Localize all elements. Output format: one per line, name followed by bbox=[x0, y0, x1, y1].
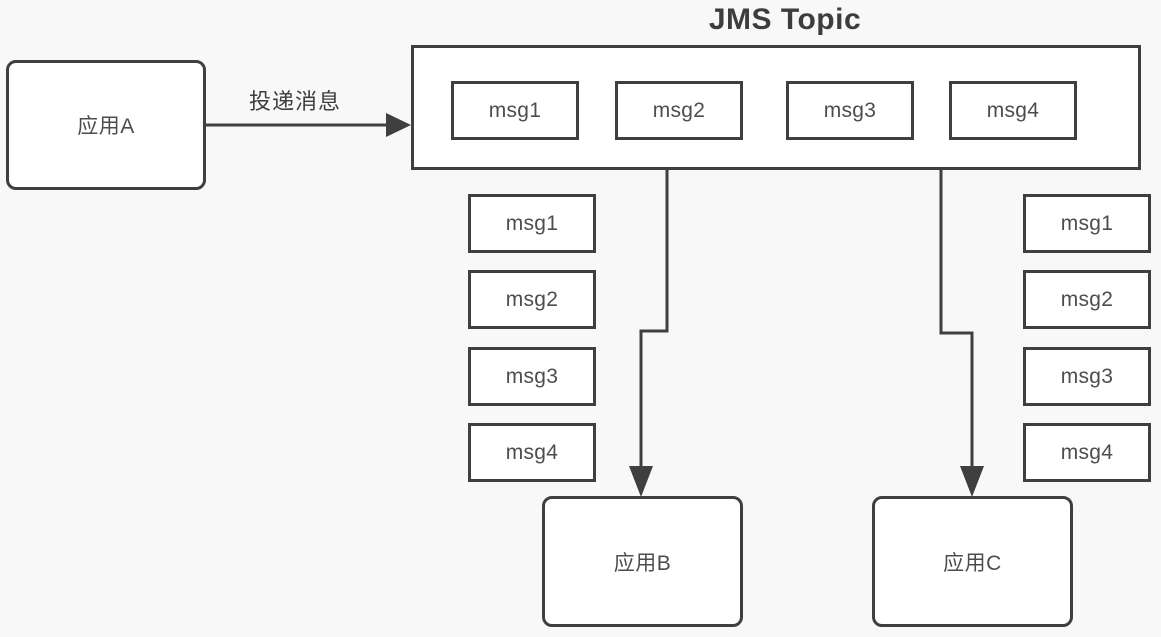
consumer-c-message-label: msg2 bbox=[1060, 287, 1114, 311]
topic-message-label: msg2 bbox=[652, 98, 706, 122]
consumer-c-message-label: msg1 bbox=[1060, 211, 1114, 235]
topic-message-label: msg4 bbox=[986, 98, 1040, 122]
consumer-b-message-label: msg3 bbox=[505, 364, 559, 388]
page-title: JMS Topic bbox=[708, 3, 862, 36]
consumer-c-message-box[interactable]: msg3 bbox=[1023, 347, 1151, 406]
edge-label-deliver-message: 投递消息 bbox=[249, 89, 342, 114]
arrowhead-topic-to-app-b bbox=[629, 466, 653, 497]
consumer-c-message-label: msg3 bbox=[1060, 364, 1114, 388]
producer-app-a[interactable]: 应用A bbox=[6, 60, 206, 190]
consumer-b-message-label: msg1 bbox=[505, 211, 559, 235]
consumer-c-message-label: msg4 bbox=[1060, 440, 1114, 464]
consumer-b-message-box[interactable]: msg1 bbox=[468, 194, 596, 253]
topic-message-box[interactable]: msg3 bbox=[786, 81, 914, 140]
connector-topic-to-app-b bbox=[639, 170, 669, 478]
consumer-c-message-box[interactable]: msg4 bbox=[1023, 423, 1151, 482]
topic-message-label: msg1 bbox=[488, 98, 542, 122]
topic-message-box[interactable]: msg4 bbox=[949, 81, 1077, 140]
topic-message-box[interactable]: msg1 bbox=[451, 81, 579, 140]
connector-topic-to-app-c bbox=[939, 170, 974, 478]
consumer-b-message-label: msg2 bbox=[505, 287, 559, 311]
topic-message-label: msg3 bbox=[823, 98, 877, 122]
consumer-app-b[interactable]: 应用B bbox=[542, 496, 743, 627]
consumer-c-message-box[interactable]: msg1 bbox=[1023, 194, 1151, 253]
consumer-app-b-label: 应用B bbox=[613, 551, 672, 575]
consumer-app-c[interactable]: 应用C bbox=[872, 496, 1073, 627]
arrowhead-app-a-to-topic bbox=[386, 113, 411, 137]
consumer-b-message-box[interactable]: msg2 bbox=[468, 270, 596, 329]
consumer-b-message-box[interactable]: msg4 bbox=[468, 423, 596, 482]
consumer-c-message-box[interactable]: msg2 bbox=[1023, 270, 1151, 329]
consumer-b-message-label: msg4 bbox=[505, 440, 559, 464]
consumer-b-message-box[interactable]: msg3 bbox=[468, 347, 596, 406]
consumer-app-c-label: 应用C bbox=[943, 551, 1002, 575]
producer-app-a-label: 应用A bbox=[77, 115, 135, 138]
topic-message-box[interactable]: msg2 bbox=[615, 81, 743, 140]
arrowhead-topic-to-app-c bbox=[960, 466, 984, 497]
